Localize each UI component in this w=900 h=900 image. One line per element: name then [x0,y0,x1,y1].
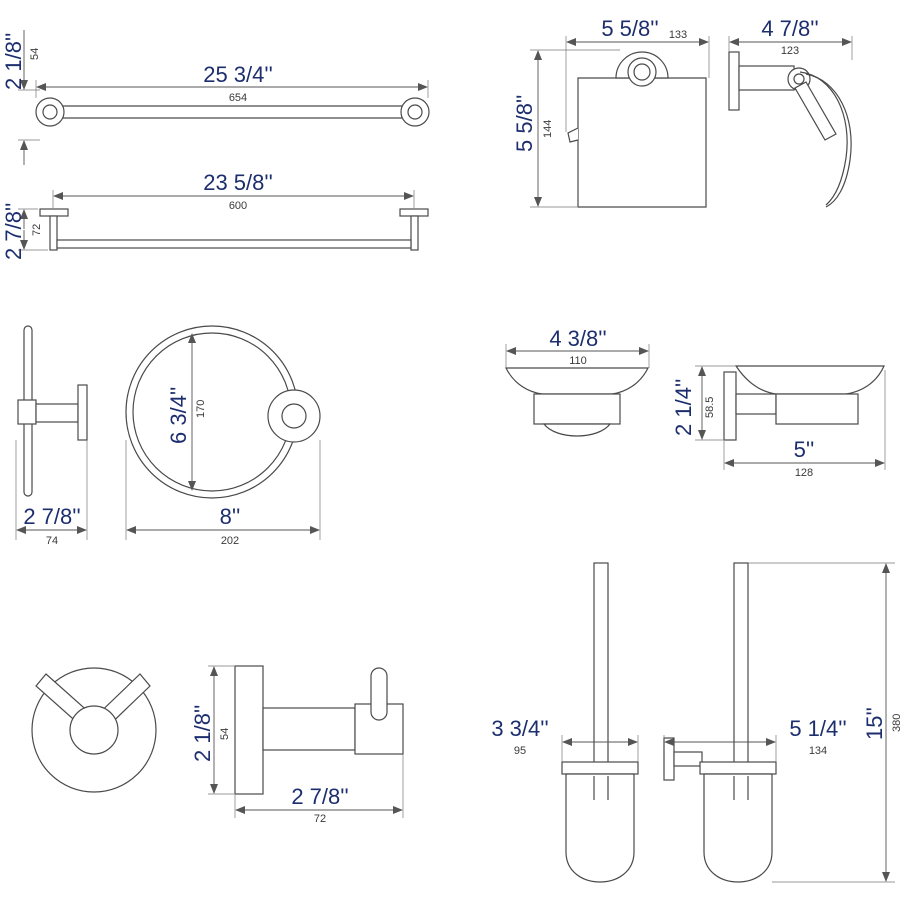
paper-holder-height-mm: 144 [542,120,554,138]
toilet-brush-height-dimension: 15'' 380 [748,562,900,883]
towel-bar-side-depth-inches: 2 7/8'' [1,203,26,260]
toilet-brush-width-inches: 3 3/4'' [491,716,548,741]
towel-bar-height-mm: 54 [29,48,41,60]
toilet-brush-width-dimension: 3 3/4'' 95 [491,716,639,762]
towel-bar-height-inches: 2 1/8'' [1,33,26,90]
paper-holder-depth-dimension: 4 7/8'' 123 [728,16,853,60]
soap-dish-width-mm: 110 [569,355,587,367]
robe-hook-depth-dimension: 2 7/8'' 72 [234,754,404,825]
towel-ring-width-inches: 8'' [220,504,241,529]
soap-dish-front-view [505,367,649,437]
toilet-brush-height-mm: 380 [891,714,900,732]
towel-ring-side-depth-mm: 74 [46,535,58,547]
toilet-brush-front-view [561,562,639,883]
soap-dish-height-mm: 58.5 [704,397,716,418]
soap-dish-depth-mm: 128 [795,467,813,479]
toilet-brush-depth-inches: 5 1/4'' [789,716,846,741]
toilet-brush-width-mm: 95 [514,745,526,757]
soap-dish-height-dimension: 2 1/4'' 58.5 [671,365,735,441]
towel-bar-side-depth-mm: 72 [31,224,43,236]
toilet-brush-depth-dimension: 5 1/4'' 134 [663,716,847,762]
robe-hook-height-dimension: 2 1/8'' 54 [190,665,234,795]
towel-bar-side-length-inches: 23 5/8'' [203,170,273,195]
towel-ring-height-mm: 170 [195,400,207,418]
robe-hook-height-mm: 54 [219,728,231,740]
toilet-brush-side-view [663,562,777,883]
robe-hook-depth-inches: 2 7/8'' [291,784,348,809]
robe-hook-height-inches: 2 1/8'' [190,705,215,762]
soap-dish-height-inches: 2 1/4'' [671,379,696,436]
towel-ring-height-dimension: 6 3/4'' 170 [166,333,207,491]
soap-dish-width-dimension: 4 3/8'' 110 [505,326,650,368]
towel-ring-height-inches: 6 3/4'' [166,387,191,444]
robe-hook-depth-mm: 72 [314,813,326,825]
towel-bar-length-mm: 654 [229,92,247,104]
robe-hook-front-view [31,667,157,793]
towel-bar-side-depth-dimension: 2 7/8'' 72 [1,203,48,260]
paper-holder-width-inches: 5 5/8'' [601,16,658,41]
towel-bar-length-dimension: 25 3/4'' 654 [35,62,429,104]
towel-bar-height-dimension: 2 1/8'' 54 [1,30,41,165]
paper-holder-width-mm: 133 [669,29,687,41]
towel-bar-side-view [39,208,429,251]
towel-bar-front-view [35,97,430,127]
towel-ring-front-view [125,325,321,499]
paper-holder-height-inches: 5 5/8'' [512,95,537,152]
paper-holder-depth-mm: 123 [781,45,799,57]
robe-hook-side-view [234,665,404,795]
paper-holder-height-dimension: 5 5/8'' 144 [512,49,620,208]
towel-ring-width-dimension: 8'' 202 [125,440,321,547]
towel-bar-side-length-dimension: 23 5/8'' 600 [52,170,415,212]
towel-bar-side-length-mm: 600 [229,200,247,212]
towel-ring-width-mm: 202 [221,535,239,547]
paper-holder-front-view [567,51,707,208]
towel-bar-length-inches: 25 3/4'' [203,62,273,87]
soap-dish-depth-inches: 5'' [794,437,815,462]
paper-holder-side-view [728,51,852,208]
paper-holder-depth-inches: 4 7/8'' [761,16,818,41]
towel-ring-side-depth-inches: 2 7/8'' [23,504,80,529]
towel-ring-side-view [17,325,88,497]
soap-dish-depth-dimension: 5'' 128 [723,370,886,479]
soap-dish-width-inches: 4 3/8'' [549,326,606,351]
soap-dish-side-view [723,365,885,441]
paper-holder-width-dimension: 5 5/8'' 133 [565,16,710,132]
toilet-brush-height-inches: 15'' [862,707,887,740]
toilet-brush-depth-mm: 134 [809,745,827,757]
towel-ring-side-depth-dimension: 2 7/8'' 74 [15,440,88,547]
